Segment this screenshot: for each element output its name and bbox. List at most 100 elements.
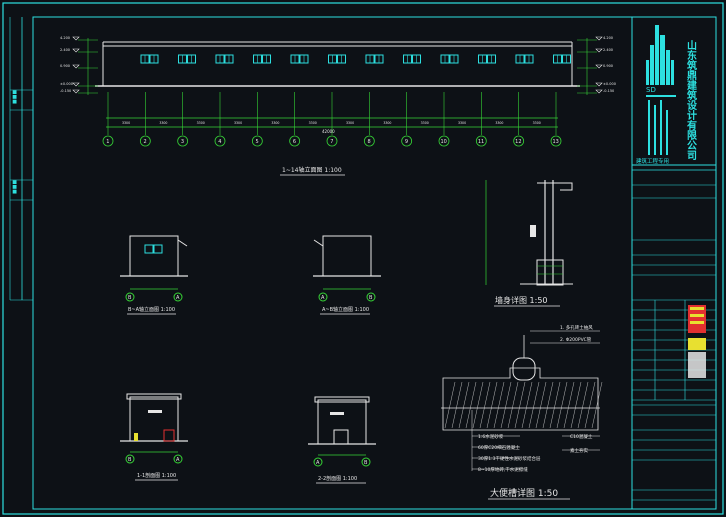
axis-a-label-2: A	[321, 295, 325, 301]
elevation-tag: 4.200	[603, 36, 613, 40]
axis-number: 2	[144, 139, 147, 145]
elevation-tag: 2.400	[603, 48, 613, 52]
main-elevation-title: 1~14轴立面图 1:100	[282, 166, 342, 174]
axis-number: 7	[330, 139, 333, 145]
bay-dim: 3300	[421, 121, 429, 125]
window	[440, 54, 459, 64]
bay-dim: 3300	[159, 121, 167, 125]
axis-bubble	[326, 135, 338, 147]
elevation-tag: 4.200	[60, 36, 70, 40]
elevation-tag: ±0.000	[603, 82, 616, 86]
window	[478, 54, 496, 64]
axis-number: 5	[256, 139, 259, 145]
company-name: 山东筑鼎建筑设计有限公司	[685, 39, 698, 161]
bay-dim: 3300	[234, 121, 242, 125]
title-block-lines	[632, 184, 716, 501]
window	[215, 54, 234, 64]
window	[290, 54, 309, 64]
wall-detail-title: 墙身详图 1:50	[495, 295, 548, 305]
axis-bubble	[139, 135, 151, 147]
layer-2: 60厚C20细石混凝土	[478, 444, 520, 451]
section-1-1: B A 1-1剖面图 1:100	[120, 393, 188, 481]
right-note-2: 素土夯实	[570, 447, 588, 454]
axis-number: 6	[293, 139, 296, 145]
urinal-note-2: 2. Φ200PVC管	[560, 336, 592, 343]
urinal-detail-title: 大便槽详图 1:50	[490, 487, 558, 499]
svg-text:■■■: ■■■	[12, 90, 18, 104]
axis-b-label-3: B	[128, 457, 132, 463]
window	[253, 54, 271, 64]
layer-4: 8~10厚地砖,干水泥擦缝	[478, 466, 528, 473]
bay-dim: 3300	[495, 121, 503, 125]
bay-dim: 3300	[346, 121, 354, 125]
elevation-tag: 0.900	[603, 64, 613, 68]
axis-b-label-2: B	[369, 295, 373, 301]
elevation-ba-title: B~A轴立面图 1:100	[128, 306, 175, 313]
axis-bubble	[214, 135, 226, 147]
axis-a-label-3: A	[176, 457, 180, 463]
axis-number: 8	[368, 139, 371, 145]
bay-dim: 3300	[271, 121, 279, 125]
right-note-1: C10混凝土	[570, 433, 593, 440]
axis-bubble	[251, 135, 263, 147]
section-1-1-title: 1-1剖面图 1:100	[137, 472, 176, 479]
axis-number: 1	[106, 139, 109, 145]
elevation-tag: -0.150	[60, 89, 71, 93]
axis-bubble	[550, 135, 562, 147]
elevation-tag: ±0.000	[60, 82, 73, 86]
axis-bubble	[513, 135, 525, 147]
axis-bubble	[475, 135, 487, 147]
axis-number: 4	[218, 139, 221, 145]
company-sub: 建筑工程专用	[636, 157, 669, 165]
bay-dim: 3300	[309, 121, 317, 125]
axis-bubble	[102, 135, 114, 147]
elevation-tag: 2.400	[60, 48, 70, 52]
axis-number: 12	[515, 139, 521, 145]
axis-number: 9	[405, 139, 408, 145]
window	[403, 54, 421, 64]
axis-number: 11	[478, 139, 484, 145]
bay-dim: 3300	[122, 121, 130, 125]
axis-bubble	[401, 135, 413, 147]
axis-number: 3	[181, 139, 184, 145]
svg-text:■■■: ■■■	[12, 180, 18, 194]
elevation-ab: A B A~B轴立面图 1:100	[313, 235, 381, 315]
bay-dim: 3300	[533, 121, 541, 125]
axis-bubble	[289, 135, 301, 147]
axis-number: 13	[553, 139, 559, 145]
section-2-2-title: 2-2剖面图 1:100	[318, 475, 357, 482]
main-elevation: 4.200 2.400 0.900 ±0.000 -0.150 4.200 2.400 0.…	[60, 36, 616, 176]
bay-dim: 3300	[383, 121, 391, 125]
elevation-tag: 0.900	[60, 64, 70, 68]
wall-detail: 墙身详图 1:50	[485, 180, 573, 307]
urinal-detail: 1. 多孔砖土抽风 2. Φ200PVC管 1:6水泥砂浆 60厚C20细石混凝…	[441, 324, 603, 500]
window	[365, 54, 384, 64]
layer-1: 1:6水泥砂浆	[478, 433, 504, 440]
window	[328, 54, 346, 64]
axis-number: 10	[441, 139, 447, 145]
axis-b-label: B	[128, 295, 132, 301]
elevation-ab-title: A~B轴立面图 1:100	[322, 306, 369, 313]
company-logo: SD	[646, 25, 676, 155]
overall-dim: 42000	[322, 129, 335, 134]
layer-3: 30厚1:3干硬性水泥砂浆结合层	[478, 455, 541, 462]
window	[515, 54, 534, 64]
title-block	[631, 16, 717, 510]
axis-b-label-4: B	[364, 460, 368, 466]
axis-bubble	[177, 135, 189, 147]
elevation-ba: B A B~A轴立面图 1:100	[120, 235, 188, 315]
section-2-2: A B 2-2剖面图 1:100	[308, 396, 376, 484]
axis-bubble	[438, 135, 450, 147]
approval-stamps	[688, 305, 706, 378]
axis-bubble	[363, 135, 375, 147]
logo-mark: SD	[646, 86, 656, 94]
window	[553, 54, 571, 64]
window	[140, 54, 159, 64]
urinal-note-1: 1. 多孔砖土抽风	[560, 324, 593, 331]
bay-dim: 3300	[197, 121, 205, 125]
bay-dim: 3300	[458, 121, 466, 125]
axis-a-label-4: A	[316, 460, 320, 466]
